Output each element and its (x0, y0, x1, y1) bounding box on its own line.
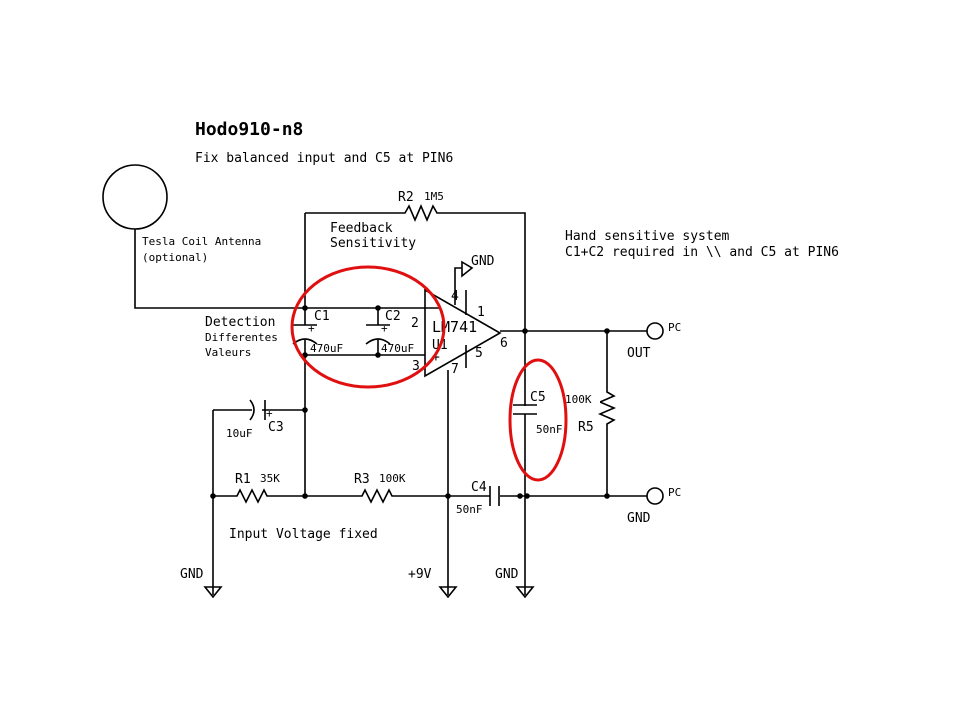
opamp-pin-wires (447, 267, 467, 595)
r3-ref: R3 (354, 472, 370, 487)
c2-capacitor (365, 308, 391, 355)
r1-ref: R1 (235, 472, 251, 487)
highlight-c5 (508, 358, 568, 482)
svg-text:+: + (381, 322, 388, 335)
pin-2: 2 (411, 316, 419, 331)
antenna-label: Tesla Coil Antenna (142, 235, 261, 248)
plus-sign: + (432, 350, 440, 365)
pc-out-label: PC (668, 321, 681, 334)
gnd-label: GND (471, 254, 495, 269)
c4-capacitor (489, 486, 500, 506)
svg-text:+: + (308, 322, 315, 335)
r5-value: 100K (565, 393, 592, 406)
c2-value: 470uF (381, 342, 414, 355)
c2-ref: C2 (385, 309, 401, 324)
c5-capacitor (513, 404, 537, 415)
pin-6: 6 (500, 336, 508, 351)
vcc-label: +9V (408, 567, 432, 582)
svg-text:+: + (266, 407, 273, 420)
r2-ref: R2 (398, 190, 414, 205)
lm741-opamp (424, 288, 502, 378)
vcc-symbol (438, 586, 458, 599)
antenna-circle (102, 164, 168, 230)
schematic-title: Hodo910-n8 (195, 119, 303, 140)
r1-value: 35K (260, 472, 280, 485)
sensitivity-label: Sensitivity (330, 236, 416, 251)
pin-4: 4 (451, 289, 459, 304)
pin-7: 7 (451, 362, 459, 377)
r5-resistor (597, 331, 617, 496)
feedback-label: Feedback (330, 221, 393, 236)
pin-5: 5 (475, 346, 483, 361)
input-voltage-label: Input Voltage fixed (229, 527, 378, 542)
c3-ref: C3 (268, 420, 284, 435)
gnd-pad (646, 487, 664, 505)
antenna-wire (134, 229, 440, 309)
gnd-right-label: GND (495, 567, 519, 582)
c4-value: 50nF (456, 503, 483, 516)
r5-ref: R5 (578, 420, 594, 435)
r3-value: 100K (379, 472, 406, 485)
r2-value: 1M5 (424, 190, 444, 203)
differentes-label: Differentes (205, 331, 278, 344)
c3-value: 10uF (226, 427, 253, 440)
hand-note: Hand sensitive system (565, 229, 730, 244)
pin-1: 1 (477, 305, 485, 320)
highlight-c1-c2 (290, 265, 446, 389)
gnd-symbol-left (203, 586, 223, 599)
c1-ref: C1 (314, 309, 330, 324)
bottom-rail (213, 488, 647, 504)
gnd-symbol-right (515, 586, 535, 599)
out-label: OUT (627, 346, 651, 361)
hand-note-2: C1+C2 required in \\ and C5 at PIN6 (565, 245, 839, 260)
r2-resistor-wire (305, 203, 526, 595)
antenna-optional-label: (optional) (142, 251, 208, 264)
c5-value: 50nF (536, 423, 563, 436)
opamp-part: LM741 (432, 318, 477, 336)
c4-ref: C4 (471, 480, 487, 495)
gnd-out-label: GND (627, 511, 651, 526)
out-pad (646, 322, 664, 340)
c1-value: 470uF (310, 342, 343, 355)
schematic-subtitle: Fix balanced input and C5 at PIN6 (195, 151, 453, 166)
pin-3: 3 (412, 359, 420, 374)
c3-capacitor (213, 399, 305, 421)
c5-ref: C5 (530, 390, 546, 405)
pc-gnd-label: PC (668, 486, 681, 499)
valeurs-label: Valeurs (205, 346, 251, 359)
gnd-symbol (461, 260, 474, 278)
gnd-left-label: GND (180, 567, 204, 582)
detection-label: Detection (205, 315, 275, 330)
